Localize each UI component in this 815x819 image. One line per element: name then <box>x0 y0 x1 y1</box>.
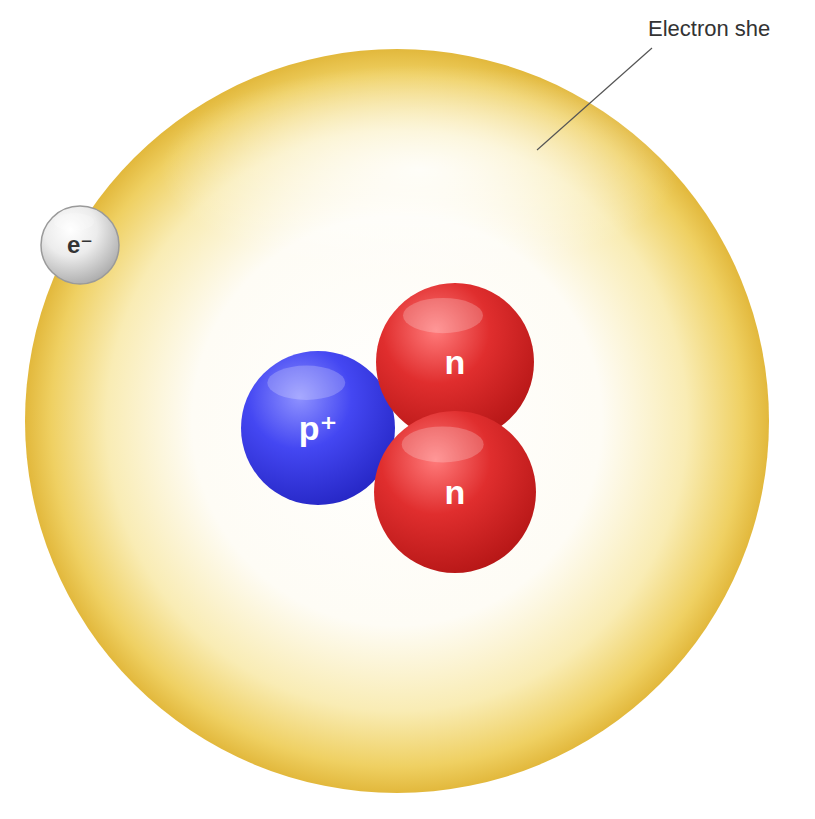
electron-sphere: e⁻ <box>40 205 120 285</box>
particle-symbol: n <box>445 475 466 509</box>
sphere-body <box>241 351 395 505</box>
shell-highlight <box>160 65 680 275</box>
particle-symbol: n <box>445 345 466 379</box>
neutron-sphere: n <box>373 410 537 574</box>
sphere-gloss <box>403 298 483 333</box>
proton-sphere: p⁺ <box>240 350 396 506</box>
particle-symbol: p⁺ <box>299 411 338 445</box>
particle-symbol: e⁻ <box>67 233 93 257</box>
sphere-body <box>374 411 536 573</box>
leader-line <box>537 48 652 150</box>
sphere-gloss <box>267 366 345 400</box>
shell-label: Electron she <box>648 16 770 42</box>
electron-shell <box>25 49 769 793</box>
sphere-gloss <box>402 426 484 462</box>
sphere-gloss <box>54 213 94 231</box>
sphere-body <box>41 206 119 284</box>
